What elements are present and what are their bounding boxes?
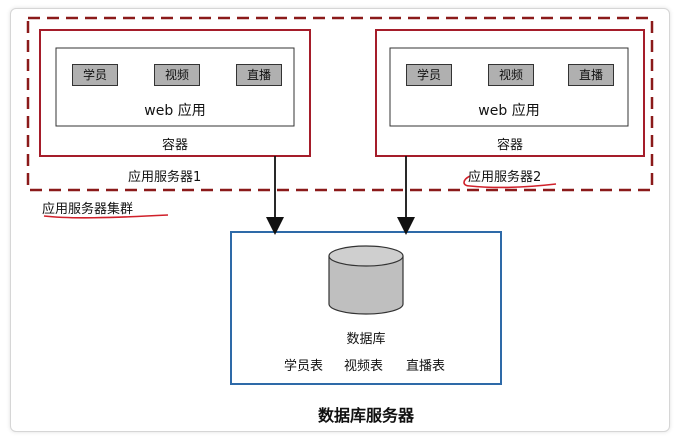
server-1-module-3: 直播 — [236, 64, 282, 86]
db-server-label: 数据库服务器 — [317, 406, 414, 425]
table-label-1: 学员表 — [284, 359, 324, 374]
server-1-label: 应用服务器1 — [128, 170, 202, 185]
database-cylinder-icon — [328, 245, 404, 315]
server-1-container-label: 容器 — [161, 138, 188, 153]
annotation-curl-server2 — [463, 175, 557, 189]
annotation-underline-cluster — [43, 214, 169, 219]
server-2-webapp-box — [389, 47, 629, 127]
server-1-module-2: 视频 — [154, 64, 200, 86]
server-2-module-1: 学员 — [406, 64, 452, 86]
server-1-webapp-box — [55, 47, 295, 127]
server-1-module-1: 学员 — [72, 64, 118, 86]
server-2-label: 应用服务器2 — [468, 170, 542, 185]
server-2-module-3: 直播 — [568, 64, 614, 86]
table-label-3: 直播表 — [406, 359, 446, 374]
server-2-module-2: 视频 — [488, 64, 534, 86]
cluster-label: 应用服务器集群 — [42, 202, 134, 217]
table-label-2: 视频表 — [344, 359, 384, 374]
server-1-webapp-label: web 应用 — [144, 103, 206, 119]
server-2-webapp-label: web 应用 — [478, 103, 540, 119]
database-label: 数据库 — [346, 332, 386, 347]
server-2-container-label: 容器 — [496, 138, 523, 153]
cluster-boundary — [26, 16, 654, 192]
